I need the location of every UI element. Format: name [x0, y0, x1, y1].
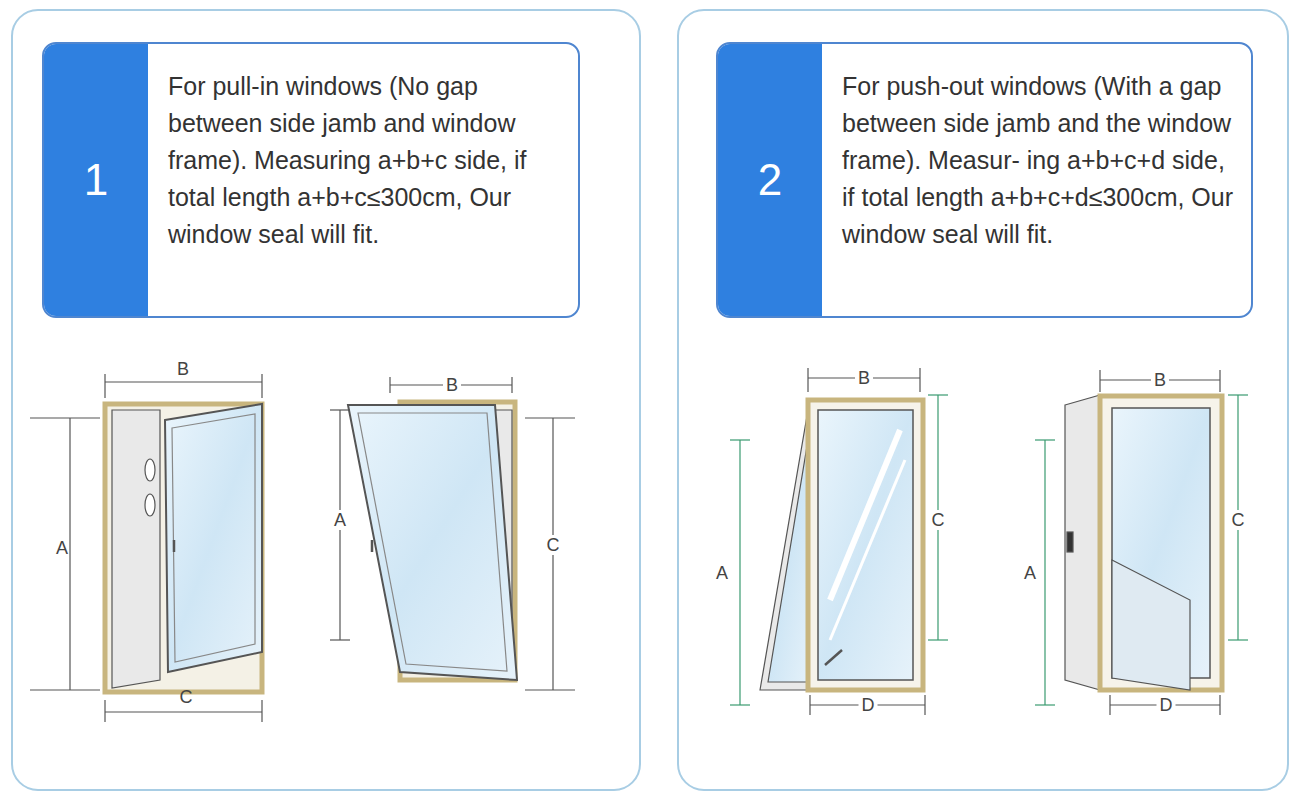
dimension-letter: B — [177, 359, 189, 379]
dimension-letter: C — [180, 687, 193, 707]
dimension-letter: D — [1157, 695, 1176, 715]
instruction-box: 1 For pull-in windows (No gap between sid… — [42, 42, 580, 318]
dimension-letter: B — [855, 368, 873, 388]
dimension-letter: A — [331, 510, 349, 530]
step-number: 1 — [84, 155, 108, 205]
dimension-letter: C — [1229, 510, 1248, 530]
dimension-letter: B — [1151, 370, 1169, 390]
dimension-letter: C — [929, 510, 948, 530]
step-number-band: 1 — [44, 44, 148, 316]
dimension-letter: B — [443, 375, 461, 395]
instruction-box: 2 For push-out windows (With a gap betwee… — [716, 42, 1253, 318]
instruction-text: For push-out windows (With a gap between… — [838, 44, 1251, 273]
dimension-letter: A — [716, 563, 728, 583]
step-number: 2 — [758, 155, 782, 205]
instruction-text: For pull-in windows (No gap between side… — [164, 44, 578, 273]
dimension-letter: D — [859, 695, 878, 715]
step-number-band: 2 — [718, 44, 822, 316]
dimension-letter: C — [544, 535, 563, 555]
dimension-letter: A — [1024, 563, 1036, 583]
dimension-letter: A — [56, 538, 68, 558]
